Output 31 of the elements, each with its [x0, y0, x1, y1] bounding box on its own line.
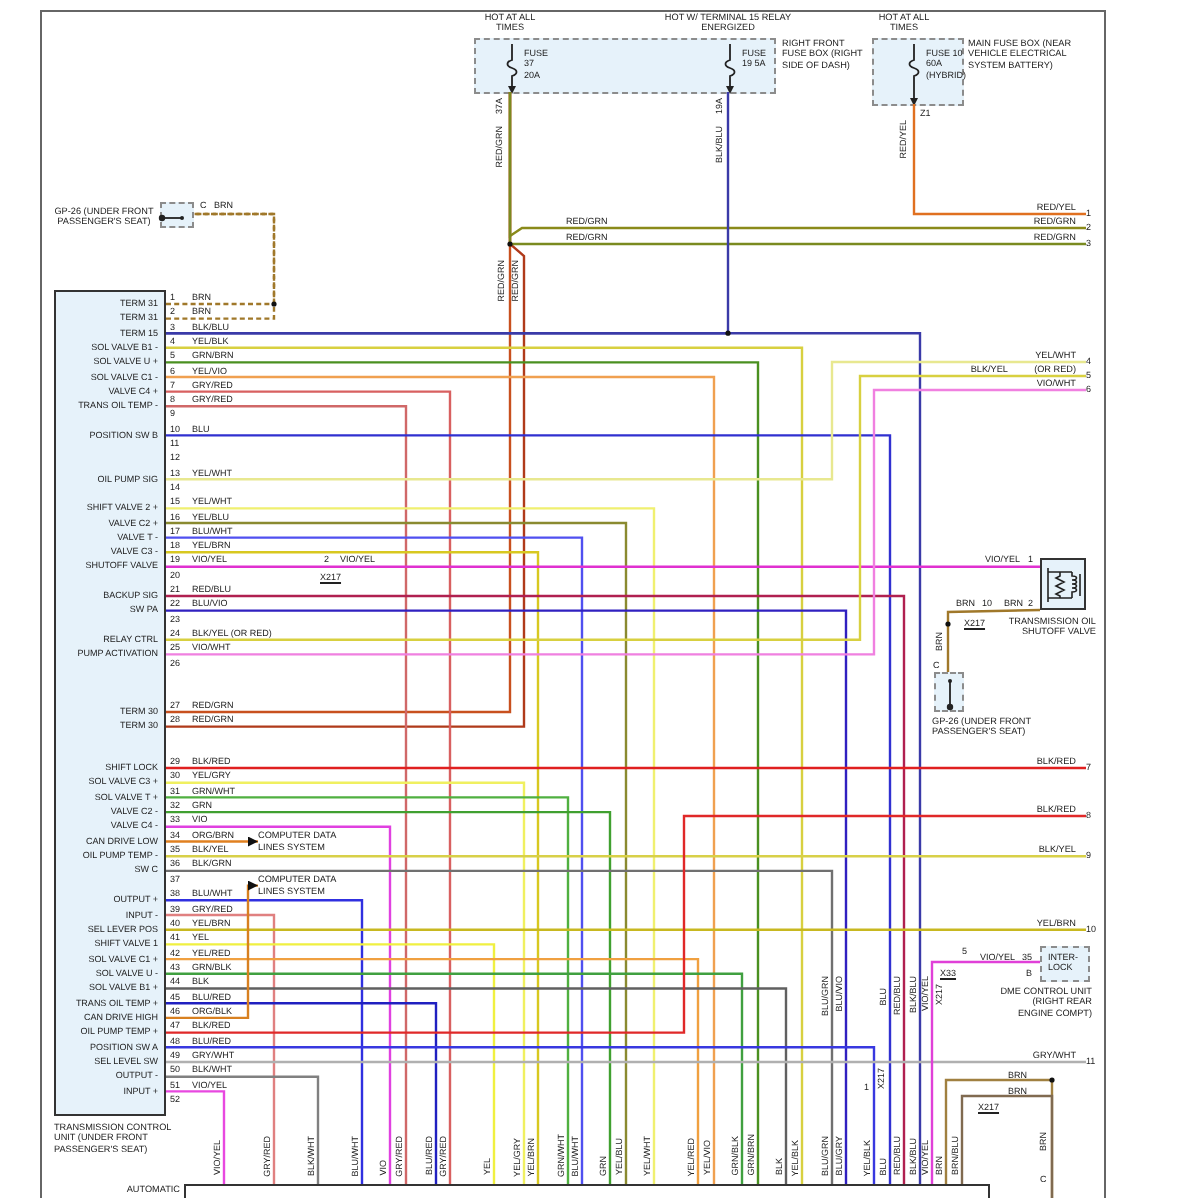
wire: [166, 855, 1086, 858]
wire: [166, 943, 496, 1184]
ground-terminal: [160, 202, 194, 228]
wire: [166, 880, 258, 1020]
fuse-box: [872, 38, 964, 106]
control-unit-box: [54, 290, 166, 1116]
wire: [166, 1090, 226, 1184]
wire: [166, 766, 1086, 770]
wire: [166, 899, 364, 1184]
wire: [166, 1046, 876, 1184]
wire: [166, 1075, 320, 1184]
wire: [946, 608, 1041, 672]
wire: [166, 360, 1086, 481]
wire: [912, 104, 1086, 216]
wire: [960, 1094, 1054, 1198]
wire: [166, 434, 892, 1184]
wire: [166, 390, 452, 1184]
wire: [930, 960, 1040, 1184]
wire: [166, 836, 258, 847]
wire: [166, 825, 392, 1184]
wire: [166, 814, 1086, 1034]
ground-terminal: [934, 672, 964, 712]
wire: [166, 1060, 1086, 1064]
wire: [166, 928, 1086, 931]
fuse-box: [474, 38, 776, 94]
wire: [166, 913, 276, 1184]
wire: [166, 869, 834, 1184]
wire: [166, 405, 408, 1184]
wire: [166, 565, 1040, 568]
wire: [166, 332, 922, 1184]
wire: [166, 1002, 438, 1184]
